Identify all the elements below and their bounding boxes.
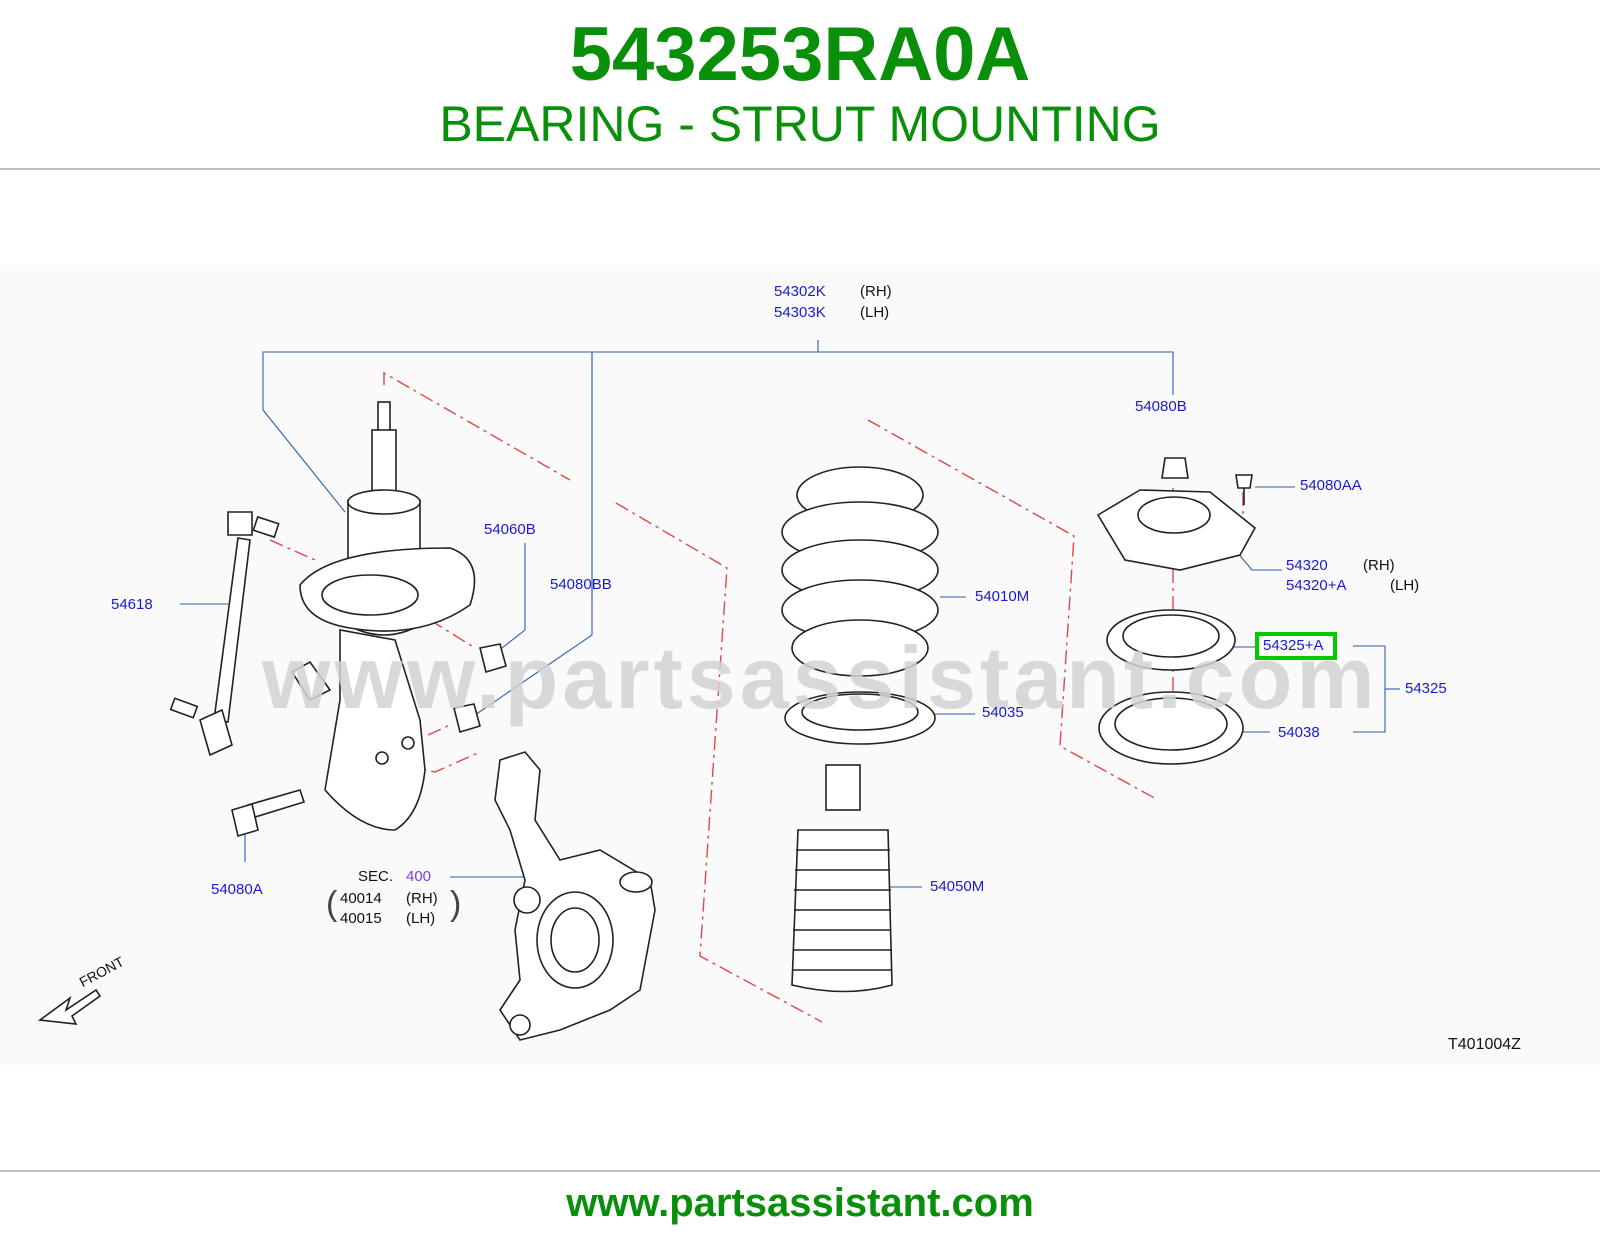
callout-mount-rh[interactable]: 54320: [1286, 557, 1328, 574]
line-art: [37, 401, 1257, 1041]
part-number-title: 543253RA0A: [569, 12, 1031, 97]
callout-mount-lh-side: (LH): [1390, 577, 1420, 594]
callout-mount-lh[interactable]: 54320+A: [1286, 577, 1347, 594]
callout-spring-seat[interactable]: 54035: [982, 704, 1024, 721]
callout-bolt-top[interactable]: 54080AA: [1300, 477, 1362, 494]
knuckle-rh-side: (RH): [406, 890, 438, 907]
callout-bearing-assy[interactable]: 54325: [1405, 680, 1447, 697]
callout-nut-80bb[interactable]: 54080BB: [550, 576, 612, 593]
footer-divider: [0, 1170, 1600, 1172]
header-divider: [0, 168, 1600, 170]
callout-mount-rh-side: (RH): [1363, 557, 1395, 574]
callout-strut-rh[interactable]: 54302K: [774, 283, 826, 300]
callout-nut-top[interactable]: 54080B: [1135, 398, 1187, 415]
callout-bolt-80a[interactable]: 54080A: [211, 881, 263, 898]
callout-nut-60b[interactable]: 54060B: [484, 521, 536, 538]
leader-lines: [180, 340, 1400, 888]
callout-spring[interactable]: 54010M: [975, 588, 1030, 605]
knuckle-rh-number: 40014: [340, 890, 382, 907]
footer-url[interactable]: www.partsassistant.com: [566, 1181, 1034, 1225]
watermark-text: www.partsassistant.com: [262, 628, 1379, 727]
page-header: 543253RA0A BEARING - STRUT MOUNTING: [0, 0, 1600, 168]
callout-stabilizer-link[interactable]: 54618: [111, 596, 153, 613]
callout-strut-lh[interactable]: 54303K: [774, 304, 826, 321]
callout-strut-lh-side: (LH): [860, 304, 890, 321]
callout-bound-bumper[interactable]: 54050M: [930, 878, 985, 895]
drawing-id: T401004Z: [1448, 1036, 1521, 1053]
selected-part-highlight: [1255, 632, 1337, 660]
knuckle-lh-number: 40015: [340, 910, 382, 927]
callout-bearing-selected[interactable]: 54325+A: [1263, 637, 1324, 654]
part-name-subtitle: BEARING - STRUT MOUNTING: [439, 96, 1161, 152]
knuckle-paren-left: (: [326, 885, 338, 923]
knuckle-paren-right: ): [450, 885, 462, 923]
sec-label: SEC.: [358, 868, 394, 885]
callout-bearing-lower[interactable]: 54038: [1278, 724, 1320, 741]
callout-strut-rh-side: (RH): [860, 283, 892, 300]
knuckle-lh-side: (LH): [406, 910, 436, 927]
sec-number-link[interactable]: 400: [406, 868, 432, 885]
